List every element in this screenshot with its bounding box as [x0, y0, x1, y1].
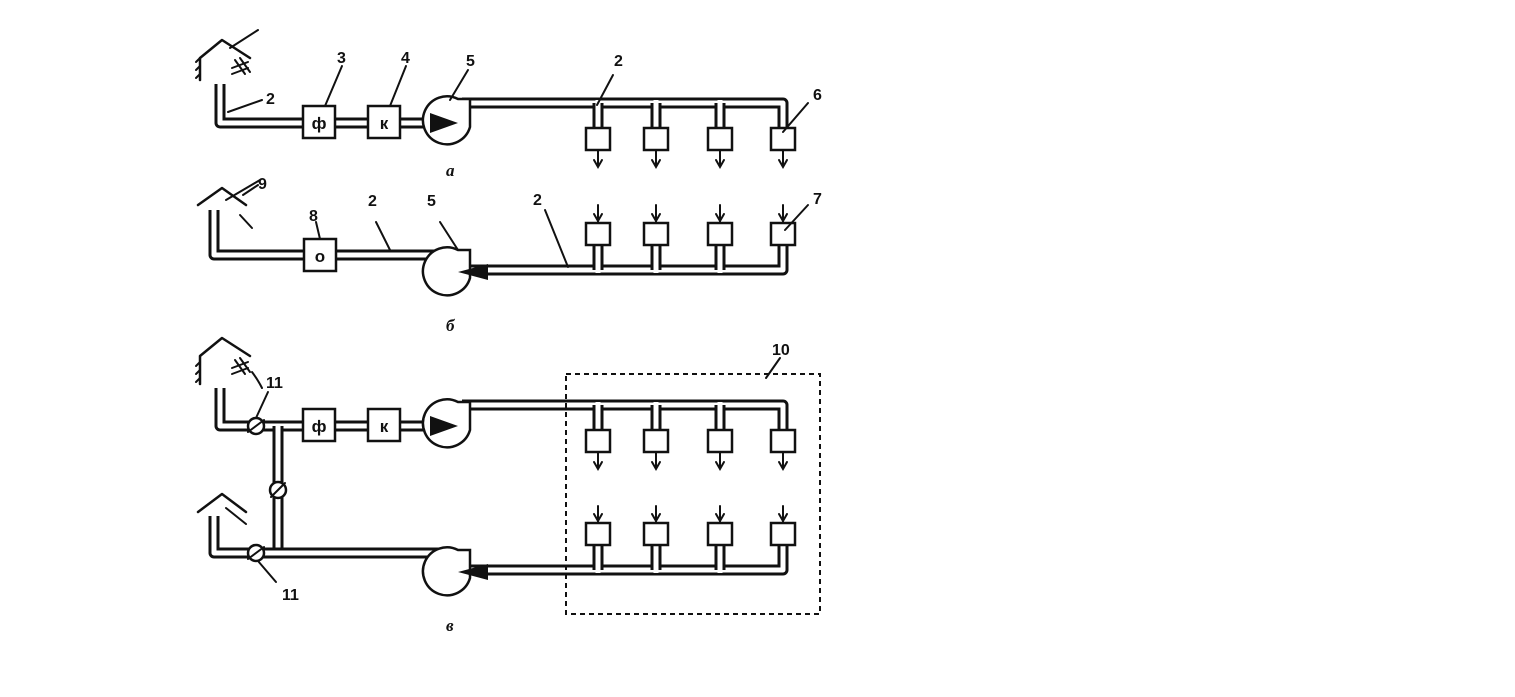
heater-a-label: к	[380, 114, 389, 133]
label-2d: 2	[533, 192, 542, 209]
label-5b: 5	[427, 193, 436, 210]
damper-top	[246, 416, 266, 436]
leader-11b	[257, 560, 277, 583]
fan-c-exhaust	[421, 546, 488, 597]
filter-a-label: ф	[312, 114, 327, 133]
supply-terminals-c	[584, 428, 797, 472]
leader-6	[782, 102, 809, 133]
fan-a	[421, 95, 472, 146]
air-intake-a-icon	[195, 29, 259, 82]
filter-c-label: ф	[312, 417, 327, 436]
label-11b: 11	[282, 587, 299, 604]
damper-middle	[268, 480, 288, 500]
leader-8	[315, 221, 321, 240]
leader-5b	[439, 221, 459, 251]
air-intake-c-icon	[195, 336, 263, 389]
leader-10	[765, 357, 781, 379]
heater-c-label: к	[380, 417, 389, 436]
leader-4	[389, 65, 407, 107]
filter-c: ф	[301, 407, 337, 443]
duct-c-supply	[214, 388, 789, 432]
leader-2a	[227, 99, 263, 113]
duct-b-collection	[470, 245, 789, 276]
supply-terminals-a	[584, 126, 797, 170]
leader-9	[242, 184, 259, 196]
label-2b: 2	[614, 53, 623, 70]
leader-2c	[375, 221, 391, 251]
leader-7	[784, 204, 809, 231]
label-2a: 2	[266, 91, 275, 108]
duct-b-outlet	[208, 210, 440, 261]
label-6: 6	[813, 87, 822, 104]
subfig-a-label: а	[446, 161, 455, 180]
exhaust-terminals-b	[584, 204, 797, 247]
fan-c-supply	[421, 398, 472, 449]
label-7: 7	[813, 191, 822, 208]
exhaust-outlet-c-icon	[196, 492, 248, 525]
label-9: 9	[258, 176, 267, 193]
leader-2b	[596, 74, 614, 106]
heater-a: к	[366, 104, 402, 140]
label-10: 10	[772, 342, 790, 359]
subfig-b-label: б	[446, 316, 456, 335]
scheme-c-combined: ф к	[195, 336, 821, 635]
label-3: 3	[337, 50, 346, 67]
leader-2d	[544, 209, 569, 268]
label-8: 8	[309, 208, 318, 225]
scheme-b-exhaust: о 9 8 2 5 2 7 б	[196, 176, 822, 335]
cleaner-b: о	[302, 237, 338, 273]
duct-c-exhaust	[208, 516, 789, 576]
fan-b	[421, 246, 488, 297]
subfig-c-label: в	[446, 616, 454, 635]
filter-a: ф	[301, 104, 337, 140]
scheme-a-supply: ф к 2 3 4 5 2	[195, 29, 822, 180]
label-11a: 11	[266, 375, 283, 392]
leader-3	[324, 65, 343, 107]
serviced-room-10	[565, 373, 821, 615]
label-5a: 5	[466, 53, 475, 70]
heater-c: к	[366, 407, 402, 443]
leader-11a	[255, 391, 269, 419]
label-4: 4	[401, 50, 410, 67]
damper-bottom	[246, 543, 266, 563]
leader-5a	[449, 69, 469, 101]
exhaust-outlet-b-icon	[196, 179, 261, 229]
duct-a-distribution	[462, 97, 789, 128]
exhaust-terminals-c	[584, 505, 797, 547]
cleaner-b-label: о	[315, 247, 325, 266]
duct-a-intake	[214, 84, 440, 129]
label-2c: 2	[368, 193, 377, 210]
